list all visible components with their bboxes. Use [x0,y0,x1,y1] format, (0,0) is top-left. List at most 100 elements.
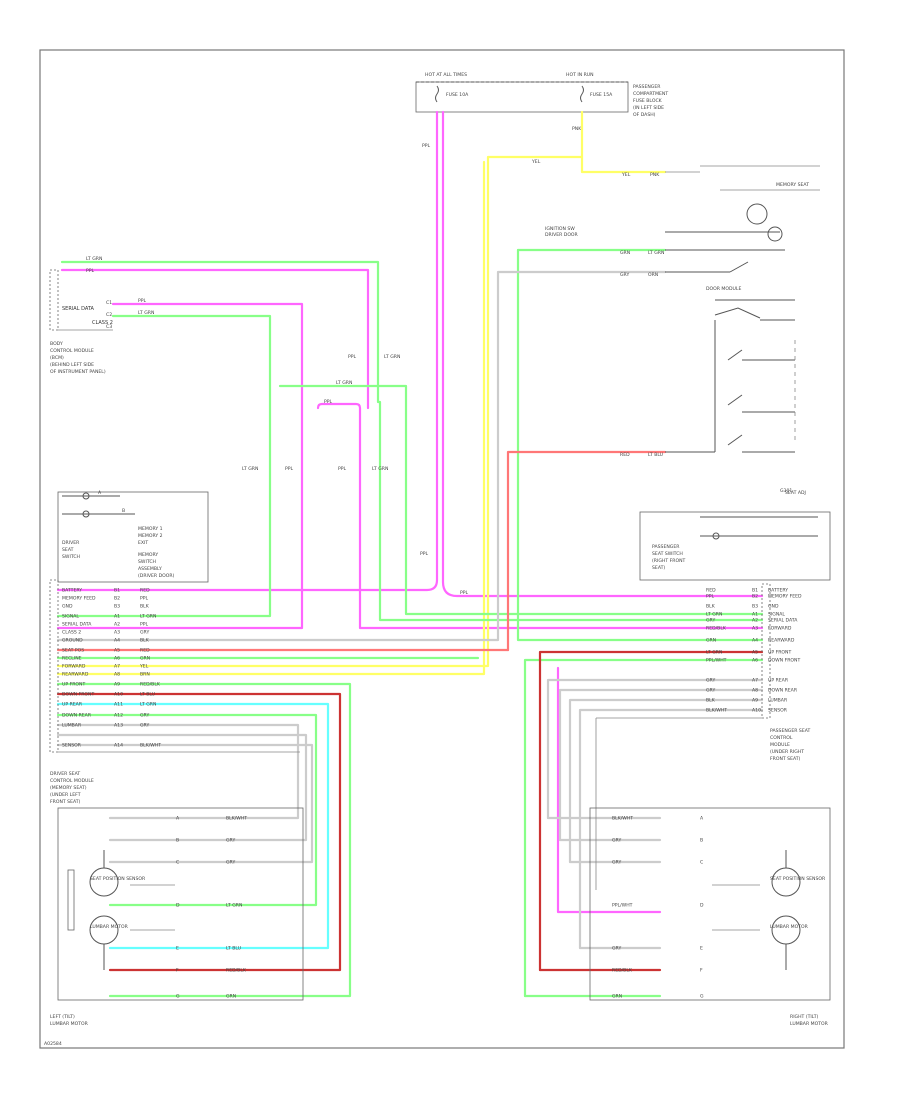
left-module-pin-3: B3 [114,604,120,610]
wire-label-red-a: RED [620,452,630,458]
right-module-pin-7: A4 [752,638,758,644]
left-motor-pin-2: B [176,838,179,844]
wire-label-orn-a: ORN [648,272,658,278]
left-module-signal-6: CLASS 2 [62,630,81,636]
left-switch-label-2: MEMORY 2 [138,533,163,539]
bcm-pin-c1: C1 [106,300,112,306]
left-module-signal-12: UP FRONT [62,682,85,688]
right-switch-name-4: SEAT) [652,565,665,571]
left-switch-pin-a: A [98,490,102,496]
left-module-wire-11: BRN [140,672,150,678]
diagram-frame [39,49,845,1049]
door-module-label: DOOR MODULE [706,286,741,292]
passenger-seat-switch: SEAT ADJ PASSENGER SEAT SWITCH (RIGHT FR… [639,490,831,581]
right-module-pin-11: A8 [752,688,758,694]
left-switch-name-1: DRIVER [62,540,80,546]
left-switch-name-3: SWITCH [62,554,80,560]
wire-label-ltgrn-c: LT GRN [384,354,400,360]
wire-label-ppl-c: PPL [348,354,357,360]
mid-wire-labels: LT GRN PPL PPL LT GRN PPL LT GRN LT GRN … [86,159,664,596]
left-motor-pin-4: D [176,903,180,909]
wire-label-ltgrn-b: LT GRN [138,310,154,316]
bcm-label-4: (BEHIND LEFT SIDE [50,362,94,368]
left-module-name-3: (MEMORY SEAT) [50,785,87,791]
left-module-wire-9: GRN [140,656,150,662]
lumbar-switch-label-4: (DRIVER DOOR) [138,573,175,579]
left-module-pin-13: A10 [114,692,123,698]
bcm-pin-c2: C2 [106,312,112,318]
right-module-signal-4: SIGNAL [768,612,785,618]
left-motor-pin-5: E [176,946,179,952]
right-motor-pin-1: A [700,816,704,822]
left-motor-title: LEFT (TILT) [50,1014,75,1020]
right-module-name-5: FRONT SEAT) [770,756,801,762]
left-module-signal-10: FORWARD [62,664,86,670]
left-module-wire-1: RED [140,588,150,594]
right-module-signal-7: REARWARD [768,638,795,644]
right-motor-wire-1: BLK/WHT [612,816,633,822]
right-module-pin-8: A5 [752,650,758,656]
right-module-pin-1: B1 [752,588,758,594]
left-module-name-4: (UNDER LEFT [50,792,81,798]
left-module-pin-15: A12 [114,713,123,719]
right-motor-label: LUMBAR MOTOR [770,924,809,930]
right-motor-wire-4: PPL/WHT [612,903,633,909]
right-motor-pin-7: G [700,994,704,1000]
left-module-pin-7: A4 [114,638,120,644]
left-switch-label-3: EXIT [138,540,148,546]
right-module-wire-11: GRY [706,688,715,694]
left-module-pin-4: A1 [114,614,120,620]
left-module-wire-12: RED/BLK [140,682,161,688]
lumbar-switch-label-1: MEMORY [138,552,158,558]
ground-label: G301 [780,488,792,494]
right-module-signal-13: SENSOR [768,708,788,714]
right-module-signal-5: SERIAL DATA [768,618,798,624]
left-module-wire-14: LT GRN [140,702,156,708]
passenger-seat-control-module: PASSENGER SEAT CONTROL MODULE (UNDER RIG… [595,583,811,890]
right-module-wire-3: BLK [706,604,716,610]
wire-label-gry-a: GRY [620,272,629,278]
right-motor-title: RIGHT (TILT) [790,1014,819,1020]
right-module-signal-2: MEMORY FEED [768,594,802,600]
left-motor-wire-2: GRY [226,838,235,844]
right-motor-pin-6: F [700,968,703,974]
wire-label-ppl-h: PPL [460,590,469,596]
right-motor-subtitle: LUMBAR MOTOR [790,1021,829,1027]
bcm-label-1: BODY [50,341,63,347]
right-motor-wire-6: RED/BLK [612,968,633,974]
fuse-left-label: HOT AT ALL TIMES [425,72,467,78]
bcm-class2-label: CLASS 2 [92,320,113,326]
right-module-name-1: PASSENGER SEAT [770,728,811,734]
wire-label-ppl-a: PPL [86,268,95,274]
left-sensor-label: SEAT POSITION SENSOR [90,876,146,882]
right-module-wire-5: GRY [706,618,715,624]
right-module-signal-11: DOWN REAR [768,688,798,694]
left-module-name-2: CONTROL MODULE [50,778,94,784]
right-switch-label: SEAT ADJ [785,490,806,496]
fuse-left-value: FUSE 10A [446,92,469,98]
wire-label-ppl-top: PPL [422,143,431,149]
wire-label-ltgrn-g: LT GRN [648,250,664,256]
right-motor-wire-7: GRN [612,994,622,1000]
right-module-name-2: CONTROL [770,735,793,741]
left-switch-label-1: MEMORY 1 [138,526,163,532]
left-module-signal-1: BATTERY [62,588,82,594]
left-module-signal-3: GND [62,604,73,610]
left-module-signal-2: MEMORY FEED [62,596,96,602]
left-module-wire-7: BLK [140,638,150,644]
right-module-signal-12: LUMBAR [768,698,788,704]
fuse-right-label: HOT IN RUN [566,72,594,78]
right-motor-pin-4: D [700,903,704,909]
ignition-label: IGNITION SW [545,226,575,232]
wire-label-yel-a: YEL [531,159,541,165]
fuse-block-label-1: PASSENGER [633,84,661,90]
right-module-signal-10: UP REAR [768,678,789,684]
left-module-pin-6: A3 [114,630,120,636]
left-motor-pin-6: F [176,968,179,974]
left-module-pin-16: A13 [114,723,123,729]
left-module-wire-8: RED [140,648,150,654]
left-module-name-1: DRIVER SEAT [50,771,80,777]
left-module-signal-7: GROUND [62,638,83,644]
left-module-pin-11: A8 [114,672,120,678]
